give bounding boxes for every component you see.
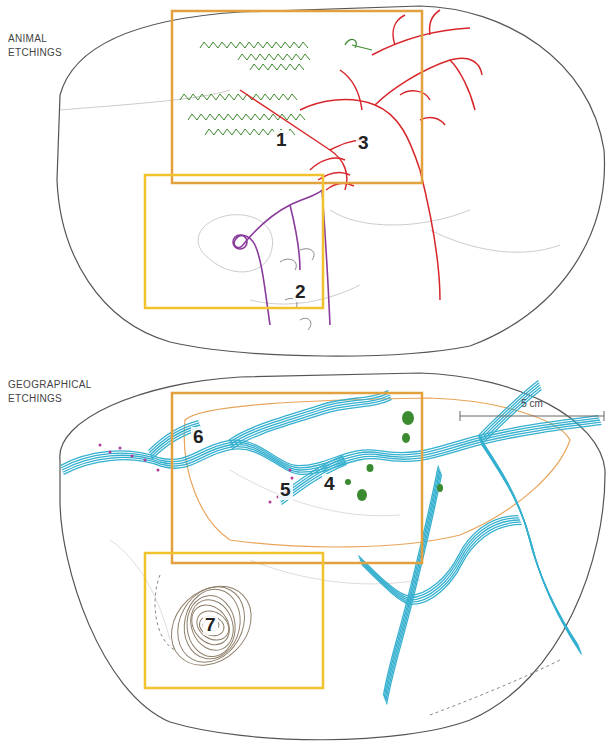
callout-number: 3 [356,133,371,153]
callout-number: 5 [278,480,293,500]
section-heading: ANIMAL ETCHINGS [8,32,78,60]
callout-number: 4 [322,474,337,494]
callout-number: 7 [203,615,218,635]
callout-number: 1 [274,130,289,150]
scale-label: 5 cm [521,398,543,409]
section-heading: GEOGRAPHICAL ETCHINGS [8,378,118,406]
callout-number: 2 [293,282,308,302]
callout-number: 6 [191,427,206,447]
